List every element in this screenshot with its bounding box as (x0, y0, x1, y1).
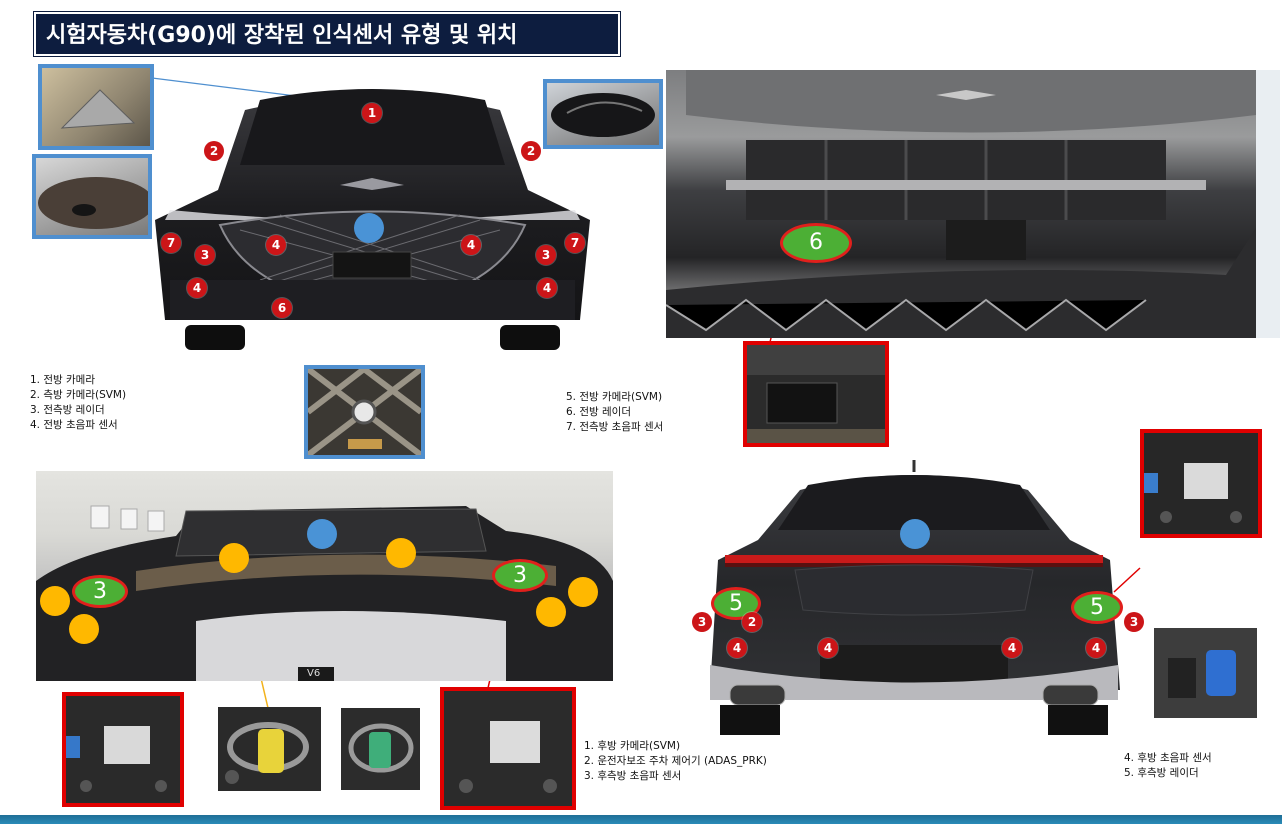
ultrasonic-dot (386, 538, 416, 568)
rear-car-image (700, 460, 1128, 742)
right-side-camera-photo (543, 79, 663, 149)
marker-1-front-camera: 1 (362, 103, 382, 123)
rear-legend-left: 1. 후방 카메라(SVM) 2. 운전자보조 주차 제어기 (ADAS_PRK… (584, 739, 767, 784)
marker-3-left-bumper-radar: 3 (72, 575, 128, 608)
ultrasonic-dot (219, 543, 249, 573)
front-camera-photo (38, 64, 154, 150)
legend-item: 3. 전측방 레이더 (30, 404, 105, 416)
legend-item: 4. 전방 초음파 센서 (30, 419, 118, 431)
side-camera-photo (32, 154, 152, 239)
front-legend-right: 5. 전방 카메라(SVM) 6. 전방 레이더 7. 전측방 초음파 센서 (566, 390, 663, 435)
marker-5-right-rear-radar: 5 (1071, 591, 1123, 624)
legend-item: 5. 전방 카메라(SVM) (566, 391, 663, 403)
marker-3-left-corner-radar: 3 (195, 245, 215, 265)
marker-4-front-ultrasonic: 4 (537, 278, 557, 298)
marker-4-front-ultrasonic: 4 (187, 278, 207, 298)
marker-3-right-bumper-radar: 3 (492, 559, 548, 592)
bottom-bar (0, 815, 1282, 824)
legend-item: 4. 후방 초음파 센서 (1124, 752, 1212, 764)
marker-4-rear-ultrasonic: 4 (818, 638, 838, 658)
front-legend-left: 1. 전방 카메라 2. 측방 카메라(SVM) 3. 전측방 레이더 4. 전… (30, 373, 126, 433)
marker-3-right-corner-radar: 3 (536, 245, 556, 265)
legend-item: 7. 전측방 초음파 센서 (566, 421, 664, 433)
rear-connector-photo (1154, 628, 1257, 718)
marker-2-left-side-camera: 2 (204, 141, 224, 161)
legend-item: 3. 후측방 초음파 센서 (584, 770, 682, 782)
marker-4-front-ultrasonic: 4 (461, 235, 481, 255)
page-title: 시험자동차(G90)에 장착된 인식센서 유형 및 위치 (33, 11, 621, 57)
marker-3-rear-corner-ultrasonic: 3 (1124, 612, 1144, 632)
front-svm-camera-photo (304, 365, 425, 459)
marker-2-parking-controller: 2 (742, 612, 762, 632)
parking-controller-yellow-photo (218, 707, 321, 791)
parking-controller-green-photo (341, 708, 420, 790)
marker-4-rear-ultrasonic: 4 (1002, 638, 1022, 658)
legend-item: 1. 전방 카메라 (30, 374, 95, 386)
ultrasonic-dot (536, 597, 566, 627)
front-bumper-removed-photo (666, 70, 1280, 338)
marker-4-rear-ultrasonic: 4 (1086, 638, 1106, 658)
bumper-inside-photo (36, 471, 613, 681)
left-radar-module-photo (62, 692, 184, 807)
legend-item: 6. 전방 레이더 (566, 406, 631, 418)
marker-4-rear-ultrasonic: 4 (727, 638, 747, 658)
marker-3-rear-corner-ultrasonic: 3 (692, 612, 712, 632)
rear-radar-module-photo (1140, 429, 1262, 538)
v6-badge: V6 (307, 668, 321, 679)
legend-item: 1. 후방 카메라(SVM) (584, 740, 681, 752)
marker-6-radar-location: 6 (780, 223, 852, 263)
right-radar-module-photo (440, 687, 576, 810)
legend-item: 2. 운전자보조 주차 제어기 (ADAS_PRK) (584, 755, 767, 767)
bumper-camera-dot (307, 519, 337, 549)
marker-6-front-radar: 6 (272, 298, 292, 318)
marker-7-right-corner-ultrasonic: 7 (565, 233, 585, 253)
ultrasonic-dot (69, 614, 99, 644)
marker-7-left-corner-ultrasonic: 7 (161, 233, 181, 253)
legend-item: 5. 후측방 레이더 (1124, 767, 1199, 779)
rear-legend-right: 4. 후방 초음파 센서 5. 후측방 레이더 (1124, 751, 1212, 781)
ultrasonic-dot (568, 577, 598, 607)
legend-item: 2. 측방 카메라(SVM) (30, 389, 127, 401)
front-camera-svm-dot (354, 213, 384, 243)
front-radar-closeup-photo (743, 341, 889, 447)
marker-2-right-side-camera: 2 (521, 141, 541, 161)
rear-camera-svm-dot (900, 519, 930, 549)
marker-4-front-ultrasonic: 4 (266, 235, 286, 255)
ultrasonic-dot (40, 586, 70, 616)
front-car-image (150, 70, 595, 352)
